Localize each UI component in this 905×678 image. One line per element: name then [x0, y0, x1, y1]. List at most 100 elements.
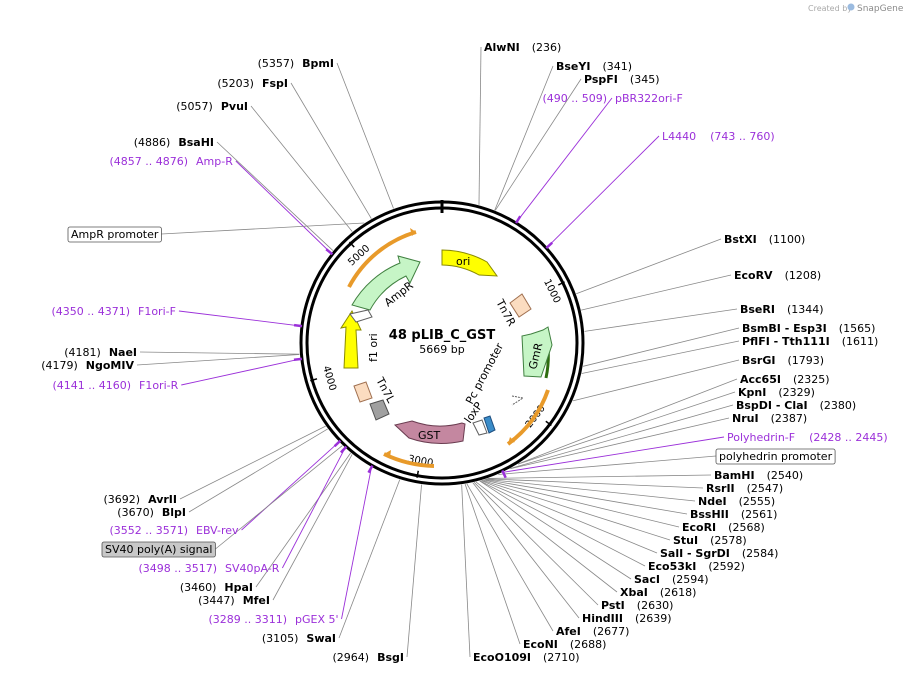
feature-loxp[interactable]: loxP [462, 399, 496, 436]
restriction-site[interactable]: NaeI(4181) [64, 346, 137, 359]
restriction-site[interactable]: PstI(2630) [601, 599, 673, 612]
restriction-site[interactable]: NruI(2387) [732, 412, 807, 425]
feature-tn7l[interactable]: Tn7L [353, 374, 398, 421]
site-position: (1793) [787, 354, 824, 367]
site-name: BseRI [740, 303, 775, 316]
restriction-site[interactable]: BamHI(2540) [714, 469, 803, 482]
tick-mark [545, 420, 552, 427]
restriction-site[interactable]: PvuI(5057) [176, 100, 248, 113]
restriction-site[interactable]: EcoO109I(2710) [473, 651, 580, 664]
site-position: (2387) [771, 412, 808, 425]
primer-label[interactable]: F1ori-R(4141 .. 4160) [52, 379, 178, 392]
site-leader-line [510, 404, 734, 469]
restriction-site[interactable]: SalI - SgrDI(2584) [660, 547, 778, 560]
restriction-site[interactable]: Acc65I(2325) [740, 373, 830, 386]
primer-label[interactable]: Polyhedrin-F(2428 .. 2445) [727, 431, 888, 444]
site-position: (2540) [767, 469, 804, 482]
restriction-site[interactable]: AvrII(3692) [104, 493, 177, 506]
restriction-site[interactable]: PspFI(345) [584, 73, 660, 86]
site-position: (2630) [637, 599, 674, 612]
feature-callout[interactable]: polyhedrin promoter [715, 448, 836, 465]
primer-marker [293, 323, 303, 328]
restriction-site[interactable]: AlwNI(236) [484, 41, 561, 54]
restriction-site[interactable]: BseYI(341) [556, 60, 632, 73]
plasmid-size: 5669 bp [419, 343, 464, 356]
feature-pc-promoter[interactable]: Pc promoter [463, 341, 525, 407]
restriction-site[interactable]: EcoRV(1208) [734, 269, 821, 282]
site-name: HindIII [582, 612, 623, 625]
restriction-site[interactable]: StuI(2578) [673, 534, 747, 547]
restriction-site[interactable]: BspDI - ClaI(2380) [736, 399, 856, 412]
site-position: (1565) [839, 322, 876, 335]
restriction-site[interactable]: BsmBI - Esp3I(1565) [742, 322, 875, 335]
primer-leader-line [341, 467, 372, 620]
restriction-site[interactable]: KpnI(2329) [738, 386, 815, 399]
primer-marker [501, 469, 507, 479]
restriction-site[interactable]: HpaI(3460) [180, 581, 253, 594]
feature-callout-text: AmpR promoter [71, 228, 159, 241]
site-name: SacI [634, 573, 660, 586]
primer-name: EBV-rev [196, 524, 239, 537]
feature-ori[interactable]: ori [441, 249, 499, 277]
site-leader-line [509, 417, 730, 470]
restriction-site[interactable]: BlpI (3670) [117, 506, 186, 519]
primer-label[interactable]: F1ori-F(4350 .. 4371) [51, 305, 176, 318]
tick-mark [310, 378, 318, 382]
restriction-site[interactable]: NgoMIV(4179) [41, 359, 134, 372]
restriction-site[interactable]: BssHII(2561) [690, 508, 777, 521]
restriction-site[interactable]: BsrGI(1793) [742, 354, 824, 367]
primer-label[interactable]: L4440(743 .. 760) [662, 130, 775, 143]
restriction-site[interactable]: RsrII(2547) [706, 482, 783, 495]
primer-leader-line [235, 160, 332, 254]
feature-pc-promoter-label: Pc promoter [463, 341, 506, 407]
feature-gst[interactable]: GST [393, 420, 466, 444]
restriction-site[interactable]: PflFI - Tth111I(1611) [742, 335, 878, 348]
restriction-site[interactable]: EcoRI(2568) [682, 521, 765, 534]
site-position: (2677) [593, 625, 630, 638]
feature-callout[interactable]: SV40 poly(A) signal [101, 541, 216, 558]
restriction-site[interactable]: Eco53kI(2592) [648, 560, 745, 573]
primer-leader-line [547, 135, 660, 248]
primer-name: SV40pA-R [225, 562, 280, 575]
site-position: (2325) [793, 373, 830, 386]
tick-mark [558, 281, 565, 286]
primer-label[interactable]: SV40pA-R(3498 .. 3517) [138, 562, 279, 575]
restriction-site[interactable]: EcoNI(2688) [523, 638, 606, 651]
site-position: (3670) [117, 506, 154, 519]
site-name: AvrII [148, 493, 177, 506]
restriction-site[interactable]: FspI(5203) [217, 77, 288, 90]
site-name: StuI [673, 534, 698, 547]
primer-label[interactable]: Amp-R(4857 .. 4876) [109, 155, 233, 168]
restriction-site[interactable]: AfeI(2677) [556, 625, 629, 638]
site-leader-line [481, 479, 671, 541]
ring-markers [293, 215, 554, 479]
site-name: PvuI [221, 100, 248, 113]
feature-tn7r[interactable]: Tn7R [493, 293, 532, 329]
feature-ampr[interactable]: AmpR [349, 255, 421, 323]
primer-range: (4141 .. 4160) [52, 379, 131, 392]
primer-label[interactable]: pBR322ori-F(490 .. 509) [542, 92, 682, 105]
site-leader-line [479, 480, 646, 567]
restriction-site[interactable]: NdeI(2555) [698, 495, 775, 508]
primer-label[interactable]: EBV-rev(3552 .. 3571) [109, 524, 239, 537]
site-name: RsrII [706, 482, 735, 495]
primer-label[interactable]: pGEX 5'(3289 .. 3311) [208, 613, 338, 626]
site-name: SwaI [306, 632, 336, 645]
restriction-site[interactable]: BsgI(2964) [333, 651, 404, 664]
site-name: XbaI [620, 586, 648, 599]
site-name: BlpI [162, 506, 186, 519]
restriction-site[interactable]: BpmI(5357) [258, 57, 334, 70]
restriction-site[interactable]: BstXI(1100) [724, 233, 805, 246]
primer-range: (3289 .. 3311) [208, 613, 287, 626]
restriction-site[interactable]: BsaHI(4886) [134, 136, 214, 149]
site-leader-line [572, 359, 740, 402]
feature-gmr[interactable]: GmR [521, 326, 553, 378]
restriction-site[interactable]: XbaI(2618) [620, 586, 696, 599]
feature-callout[interactable]: AmpR promoter [67, 226, 162, 243]
site-leader-line [179, 425, 326, 500]
restriction-site[interactable]: BseRI(1344) [740, 303, 824, 316]
restriction-site[interactable]: MfeI(3447) [198, 594, 270, 607]
restriction-site[interactable]: SacI(2594) [634, 573, 709, 586]
restriction-site[interactable]: SwaI(3105) [262, 632, 336, 645]
restriction-site[interactable]: HindIII(2639) [582, 612, 672, 625]
